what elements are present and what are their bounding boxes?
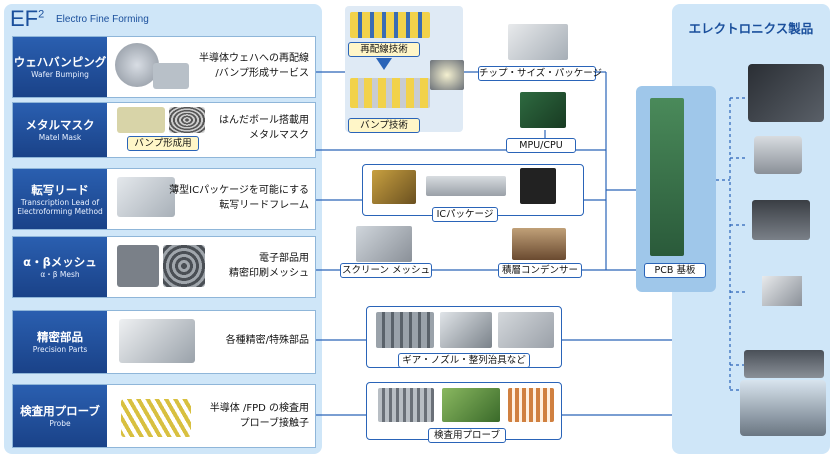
- precision-parts-image: [119, 319, 195, 363]
- desc-probe: 半導体 /FPD の検査用プローブ接触子: [209, 403, 309, 429]
- rewiring-diagram: [350, 12, 430, 38]
- probe-a-image: [378, 388, 434, 422]
- mpu-image: [520, 92, 566, 128]
- jig-image: [498, 312, 554, 348]
- probe-image: [121, 399, 191, 437]
- bump-diagram: [350, 78, 430, 108]
- desc-metal-mask: はんだボール搭載用メタルマスク: [219, 115, 309, 141]
- label-transfer-lead: 転写リード Transcription Lead of Electroformi…: [13, 169, 107, 229]
- row-wafer-bumping: ウェハバンピング Wafer Bumping 半導体ウェハへの再配線/バンプ形成…: [12, 36, 316, 98]
- mask-holes-image: [169, 107, 205, 133]
- lead-frame-image: [117, 177, 175, 217]
- smartphone-image: [748, 64, 824, 122]
- probe-b-image: [442, 388, 500, 422]
- desc-transfer-lead: 薄型ICパッケージを可能にする転写リードフレーム: [169, 185, 309, 211]
- rewiring-tag: 再配線技術: [348, 42, 420, 57]
- pcb-tag: PCB 基板: [644, 263, 706, 278]
- gear-image: [376, 312, 434, 348]
- probe-c-image: [508, 388, 554, 422]
- csp-image: [508, 24, 568, 60]
- ic-package-c-image: [520, 168, 556, 204]
- mesh-b-image: [163, 245, 205, 287]
- desc-mesh: 電子部品用精密印刷メッシュ: [229, 253, 309, 279]
- mesh-a-image: [117, 245, 159, 287]
- label-metal-mask: メタルマスク Matel Mask: [13, 103, 107, 157]
- pcb-board-image: [650, 98, 684, 256]
- ic-package-b-image: [426, 176, 506, 196]
- desc-precision-parts: 各種精密/特殊部品: [225, 335, 309, 346]
- row-mesh: α・βメッシュ α・β Mesh 電子部品用精密印刷メッシュ: [12, 236, 316, 298]
- bump-image: [153, 63, 189, 89]
- printer-image: [752, 200, 810, 240]
- ic-package-tag: ICパッケージ: [432, 207, 498, 222]
- car-navigation-image: [744, 350, 824, 378]
- screen-panel-image: [762, 276, 802, 306]
- label-probe: 検査用プローブ Probe: [13, 385, 107, 447]
- capacitor-image: [512, 228, 566, 260]
- metal-mask-image: [117, 107, 165, 133]
- label-precision-parts: 精密部品 Precision Parts: [13, 311, 107, 373]
- camera-image: [754, 136, 802, 174]
- bump-formation-tag: バンプ形成用: [127, 136, 199, 151]
- wafer-image: [115, 43, 159, 87]
- csp-tag: チップ・サイズ・パッケージ: [478, 66, 603, 81]
- ef-subtitle: Electro Fine Forming: [56, 14, 149, 25]
- capacitor-tag: 積層コンデンサー: [498, 263, 582, 278]
- ic-package-a-image: [372, 170, 416, 204]
- row-metal-mask: メタルマスク Matel Mask バンプ形成用 はんだボール搭載用メタルマスク: [12, 102, 316, 158]
- screen-mesh-tag: スクリーン メッシュ: [340, 263, 432, 278]
- mpu-tag: MPU/CPU: [506, 138, 576, 153]
- row-precision-parts: 精密部品 Precision Parts 各種精密/特殊部品: [12, 310, 316, 374]
- label-wafer-bumping: ウェハバンピング Wafer Bumping: [13, 37, 107, 97]
- screen-mesh-image: [356, 226, 412, 262]
- desc-wafer-bumping: 半導体ウェハへの再配線/バンプ形成サービス: [199, 53, 309, 79]
- car-interior-image: [740, 380, 826, 436]
- electronics-products-title: エレクトロニクス製品: [688, 21, 814, 36]
- arrow-down-icon: [376, 58, 392, 70]
- nozzle-image: [440, 312, 492, 348]
- bump-tech-tag: バンプ技術: [348, 118, 420, 133]
- probe-tag: 検査用プローブ: [428, 428, 506, 443]
- ef-logo: EF2: [10, 6, 45, 31]
- gear-nozzle-tag: ギア・ノズル・整列治具など: [398, 353, 530, 368]
- label-mesh: α・βメッシュ α・β Mesh: [13, 237, 107, 297]
- bump-photo: [430, 60, 464, 90]
- row-transfer-lead: 転写リード Transcription Lead of Electroformi…: [12, 168, 316, 230]
- row-probe: 検査用プローブ Probe 半導体 /FPD の検査用プローブ接触子: [12, 384, 316, 448]
